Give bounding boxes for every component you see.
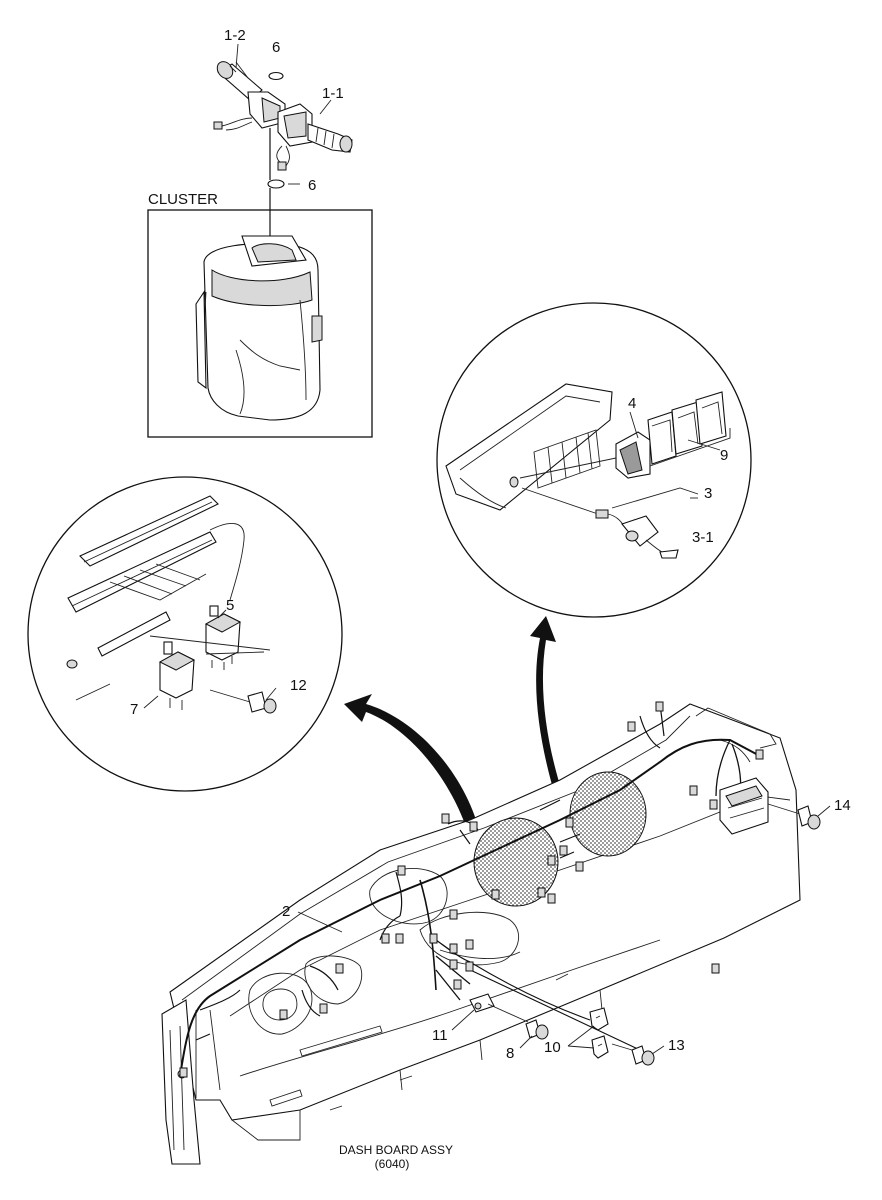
callout-12: 12 — [290, 677, 307, 694]
cluster-box — [147, 209, 373, 438]
callout-14: 14 — [834, 797, 851, 814]
callout-13: 13 — [668, 1037, 685, 1054]
callout-11: 11 — [432, 1027, 448, 1044]
diagram-title: DASH BOARD ASSY — [339, 1143, 453, 1157]
switch-location-marker — [569, 771, 647, 857]
callout-labels: 1-2 6 1-1 6 4 9 3 3-1 5 12 7 14 2 11 8 1… — [130, 27, 851, 1062]
callout-6-lower: 6 — [308, 177, 316, 194]
combination-switch — [213, 61, 353, 242]
callout-1-1: 1-1 — [322, 85, 344, 102]
dash-board-assy — [161, 701, 821, 1165]
callout-2: 2 — [282, 903, 290, 920]
callout-8: 8 — [506, 1045, 514, 1062]
relay-detail-circle — [27, 476, 343, 792]
callout-3-1: 3-1 — [692, 529, 714, 546]
callout-3: 3 — [704, 485, 712, 502]
callout-7: 7 — [130, 701, 138, 718]
diagram-subtitle: (6040) — [375, 1157, 410, 1171]
callout-6-top: 6 — [272, 39, 280, 56]
leader-lines — [143, 43, 831, 1055]
cluster-label: CLUSTER — [148, 191, 218, 208]
callout-5: 5 — [226, 597, 234, 614]
callout-1-2: 1-2 — [224, 27, 246, 44]
callout-10: 10 — [544, 1039, 561, 1056]
callout-4: 4 — [628, 395, 636, 412]
switch-panel-detail-circle — [436, 302, 752, 618]
relay-location-marker — [473, 817, 559, 907]
callout-9: 9 — [720, 447, 728, 464]
